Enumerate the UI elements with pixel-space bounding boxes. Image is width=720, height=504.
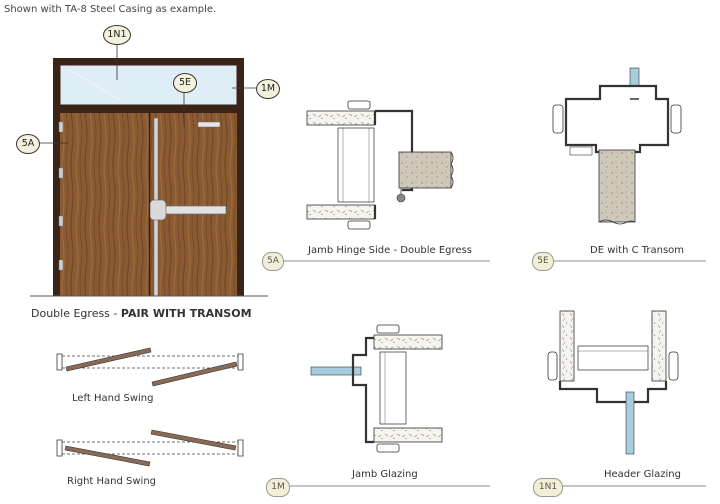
callout-5e: 5E bbox=[173, 73, 197, 93]
detail-caption-1n1: Header Glazing bbox=[604, 469, 681, 480]
elevation-title-bold: PAIR WITH TRANSOM bbox=[120, 307, 252, 320]
detail-1m-drawing bbox=[310, 324, 443, 453]
left-door-leaf bbox=[60, 113, 149, 296]
detail-5e-drawing bbox=[552, 67, 682, 225]
door-closer bbox=[197, 121, 221, 128]
panic-bar-head bbox=[149, 199, 167, 221]
elevation-title-prefix: Double Egress - bbox=[31, 307, 121, 320]
callout-1m: 1M bbox=[256, 79, 280, 99]
detail-tag-1m: 1M bbox=[266, 478, 290, 497]
elevation-title: Double Egress - PAIR WITH TRANSOM bbox=[31, 307, 252, 320]
left-hand-swing-diagram bbox=[56, 347, 244, 387]
transom-bar bbox=[53, 105, 244, 113]
header-note: Shown with TA-8 Steel Casing as example. bbox=[4, 4, 217, 15]
detail-1n1-drawing bbox=[547, 310, 679, 455]
detail-tag-5e: 5E bbox=[532, 252, 554, 271]
detail-5a-drawing bbox=[306, 100, 454, 230]
hinge bbox=[58, 121, 64, 133]
hinge bbox=[58, 259, 64, 271]
transom-glass bbox=[59, 64, 238, 106]
detail-caption-5e: DE with C Transom bbox=[590, 245, 685, 256]
hinge bbox=[58, 215, 64, 227]
right-hand-swing-diagram bbox=[56, 429, 244, 467]
callout-1n1: 1N1 bbox=[103, 25, 131, 45]
detail-tag-1n1: 1N1 bbox=[533, 478, 563, 497]
elevation-drawing bbox=[30, 43, 268, 297]
detail-caption-1m: Jamb Glazing bbox=[352, 469, 418, 480]
panic-bar bbox=[161, 205, 227, 215]
detail-caption-5a: Jamb Hinge Side - Double Egress bbox=[308, 245, 472, 256]
detail-tag-5a: 5A bbox=[262, 252, 284, 271]
hinge bbox=[58, 167, 64, 179]
right-hand-swing-label: Right Hand Swing bbox=[67, 476, 157, 487]
left-hand-swing-label: Left Hand Swing bbox=[72, 393, 154, 404]
callout-5a: 5A bbox=[16, 134, 40, 154]
